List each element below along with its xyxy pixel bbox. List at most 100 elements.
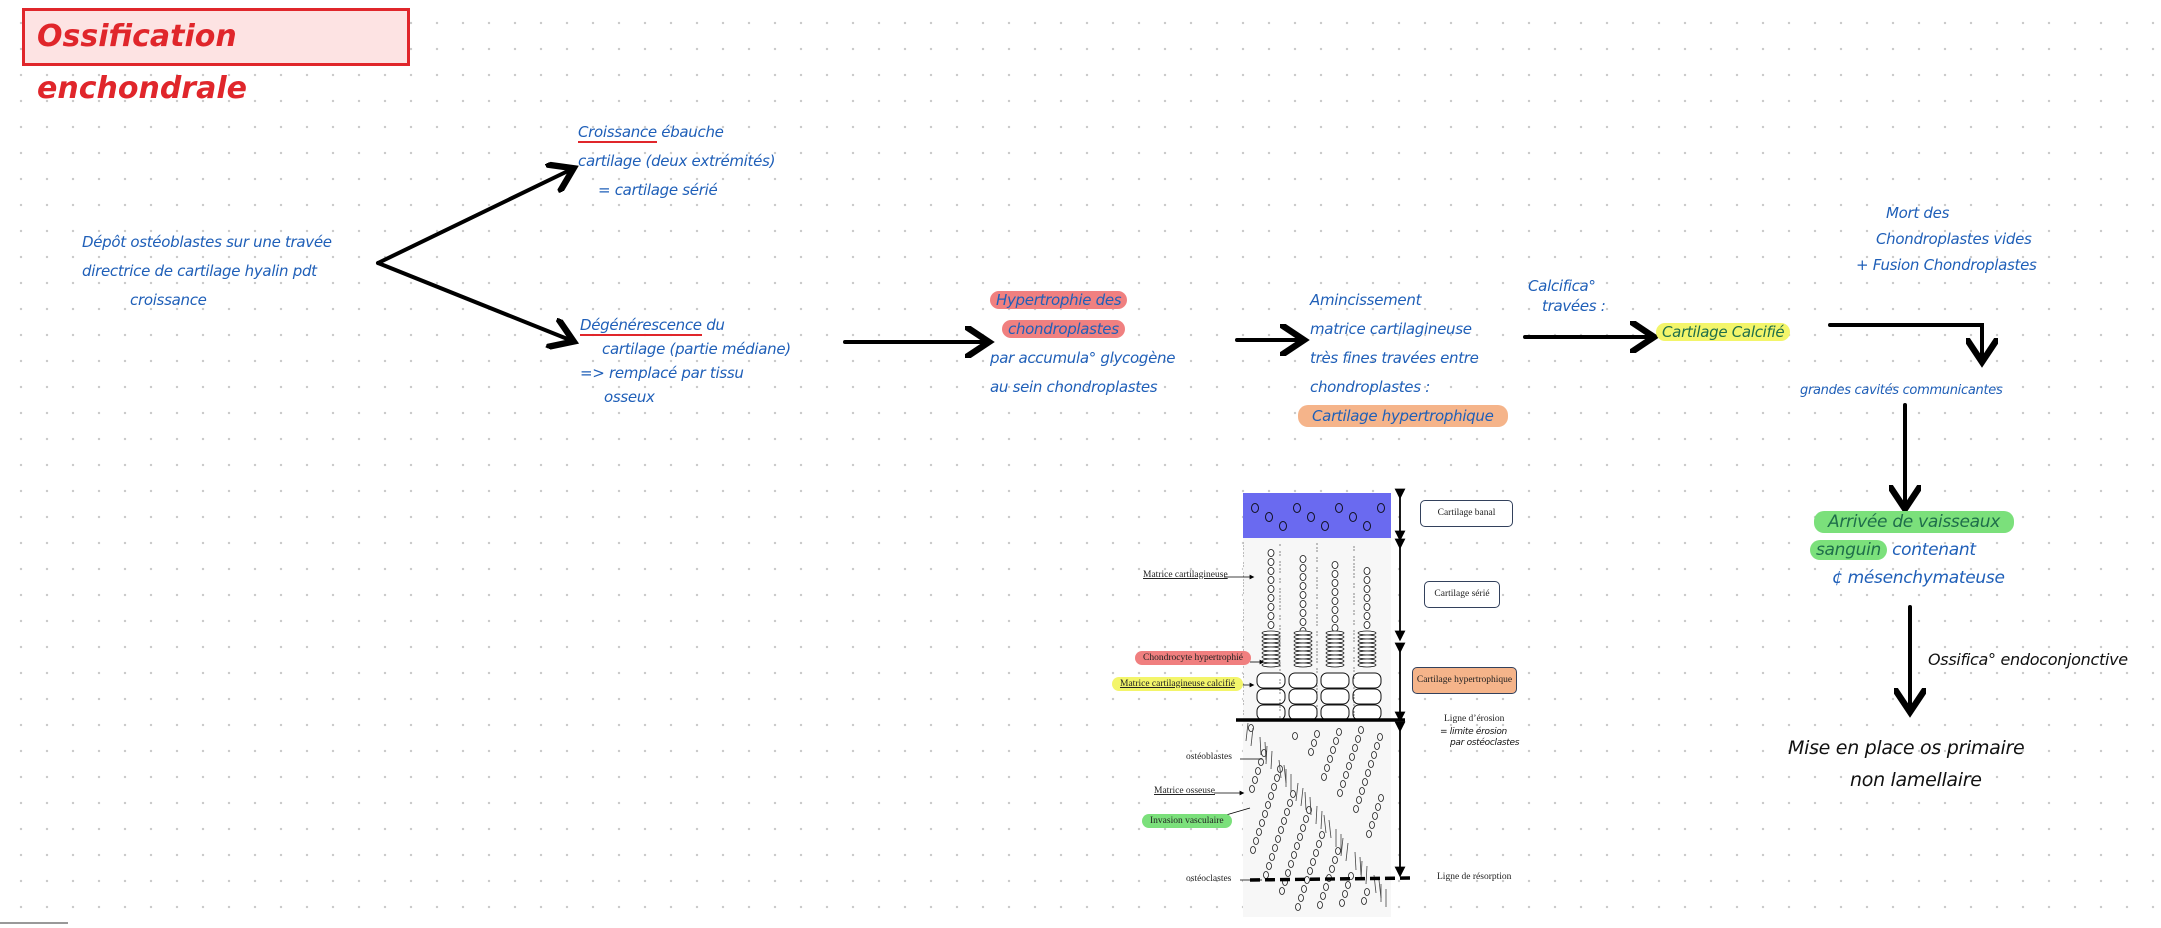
- diagram-mark: [1308, 748, 1314, 756]
- diagram-mark: [1353, 711, 1355, 713]
- diagram-mark: [1243, 626, 1244, 628]
- diagram-mark: [1353, 569, 1355, 571]
- diagram-mark: [1279, 709, 1281, 711]
- diagram-mark: [1316, 621, 1318, 623]
- diagram-mark: [1321, 521, 1329, 531]
- diagram-mark: [1349, 753, 1355, 761]
- diagram-mark: [1363, 603, 1371, 611]
- diagram-mark: [1316, 691, 1318, 693]
- erosion-note: = limite érosion par ostéoclastes: [1440, 727, 1519, 749]
- diagram-mark: [1279, 699, 1281, 701]
- diagram-mark: [1267, 585, 1275, 593]
- diagram-mark: [1288, 860, 1294, 868]
- ossification-label: Ossifica° endoconjonctive: [1928, 650, 2128, 669]
- diagram-mark: [1287, 799, 1293, 807]
- diagram-mark: [1363, 567, 1371, 575]
- diagram-mark: [1354, 851, 1357, 871]
- zone-label-hypertrophique: Cartilage hypertrophique: [1412, 667, 1517, 694]
- diagram-mark: [1340, 780, 1346, 788]
- diagram-mark: [1279, 578, 1281, 580]
- diagram-mark: [1345, 881, 1351, 889]
- diagram-mark: [1366, 830, 1372, 838]
- label-erosion-line: Ligne d’érosion: [1444, 714, 1505, 724]
- diagram-mark: [1281, 817, 1287, 825]
- diagram-mark: [1316, 604, 1318, 606]
- diagram-mark: [1325, 662, 1345, 668]
- diagram-mark: [1294, 842, 1300, 850]
- highlight-text: Cartilage Calcifié: [1656, 323, 1791, 341]
- diagram-mark: [1353, 670, 1355, 672]
- note-line: + Fusion Chondroplastes: [1856, 256, 2037, 274]
- diagram-mark: [1319, 831, 1325, 839]
- note-line: Calcifica°: [1528, 277, 1596, 295]
- diagram-mark: [1316, 614, 1318, 616]
- diagram-mark: [1279, 638, 1281, 640]
- diagram-mark: [1267, 603, 1275, 611]
- diagram-mark: [1353, 613, 1355, 615]
- diagram-mark: [1243, 552, 1244, 554]
- thinning-note: Amincissement matrice cartilagineuse trè…: [1298, 286, 1508, 431]
- diagram-mark: [1279, 608, 1281, 610]
- diagram-mark: [1353, 559, 1355, 561]
- diagram-mark: [1316, 624, 1318, 626]
- diagram-mark: [1243, 673, 1244, 675]
- diagram-mark: [1353, 633, 1355, 635]
- diagram-mark: [1316, 698, 1318, 700]
- diagram-mark: [1320, 810, 1323, 830]
- diagram-mark: [1342, 890, 1348, 898]
- diagram-mark: [1316, 577, 1318, 579]
- diagram-mark: [1330, 746, 1336, 754]
- diagram-mark: [1331, 615, 1339, 623]
- diagram-mark: [1243, 542, 1244, 544]
- diagram-mark: [1269, 853, 1275, 861]
- diagram-mark: [1363, 612, 1371, 620]
- diagram-mark: [1320, 892, 1326, 900]
- branch-arrow-down: [376, 261, 570, 340]
- diagram-mark: [1285, 869, 1291, 877]
- diagram-mark: [1332, 856, 1338, 864]
- diagram-mark: [1295, 903, 1301, 911]
- cavities-note: grandes cavités communicantes: [1800, 383, 2003, 398]
- diagram-mark: [1316, 708, 1318, 710]
- diagram-mark: [1279, 595, 1281, 597]
- note-line: au sein chondroplastes: [990, 378, 1158, 396]
- diagram-mark: [1268, 792, 1274, 800]
- diagram-mark: [1353, 566, 1355, 568]
- diagram-mark: [1353, 660, 1355, 662]
- note-line: = limite érosion: [1440, 727, 1507, 737]
- diagram-mark: [1299, 618, 1307, 626]
- diagram-mark: [1331, 561, 1339, 569]
- diagram-mark: [1374, 742, 1380, 750]
- note-line: Mise en place os primaire: [1788, 737, 2025, 759]
- page-title: Ossification enchondrale: [22, 8, 410, 106]
- diagram-mark: [1320, 672, 1350, 689]
- diagram-mark: [1355, 735, 1361, 743]
- diagram-mark: [1345, 842, 1349, 862]
- diagram-mark: [1279, 689, 1281, 691]
- diagram-mark: [1259, 819, 1265, 827]
- highlight-text: Cartilage hypertrophique: [1298, 405, 1508, 427]
- diagram-mark: [1243, 713, 1244, 715]
- diagram-mark: [1301, 885, 1307, 893]
- diagram-mark: [1279, 645, 1281, 647]
- diagram-mark: [1279, 887, 1285, 895]
- diagram-mark: [1316, 671, 1318, 673]
- diagram-mark: [1353, 674, 1355, 676]
- diagram-mark: [1316, 715, 1318, 717]
- diagram-mark: [1288, 672, 1318, 689]
- diagram-mark: [1303, 815, 1309, 823]
- diagram-mark: [1316, 641, 1318, 643]
- diagram-mark: [1364, 888, 1370, 896]
- diagram-mark: [1353, 620, 1355, 622]
- note-line: cartilage (deux extrémités): [578, 152, 776, 170]
- branch-bottom-note: Dégénérescence du cartilage (partie médi…: [580, 313, 791, 409]
- diagram-mark: [1316, 634, 1318, 636]
- diagram-mark: [1353, 640, 1355, 642]
- diagram-mark: [1311, 739, 1317, 747]
- diagram-mark: [1359, 856, 1362, 876]
- diagram-mark: [1255, 767, 1261, 775]
- diagram-mark: [1267, 567, 1275, 575]
- diagram-mark: [1284, 808, 1290, 816]
- diagram-mark: [1353, 707, 1355, 709]
- diagram-mark: [1352, 672, 1382, 689]
